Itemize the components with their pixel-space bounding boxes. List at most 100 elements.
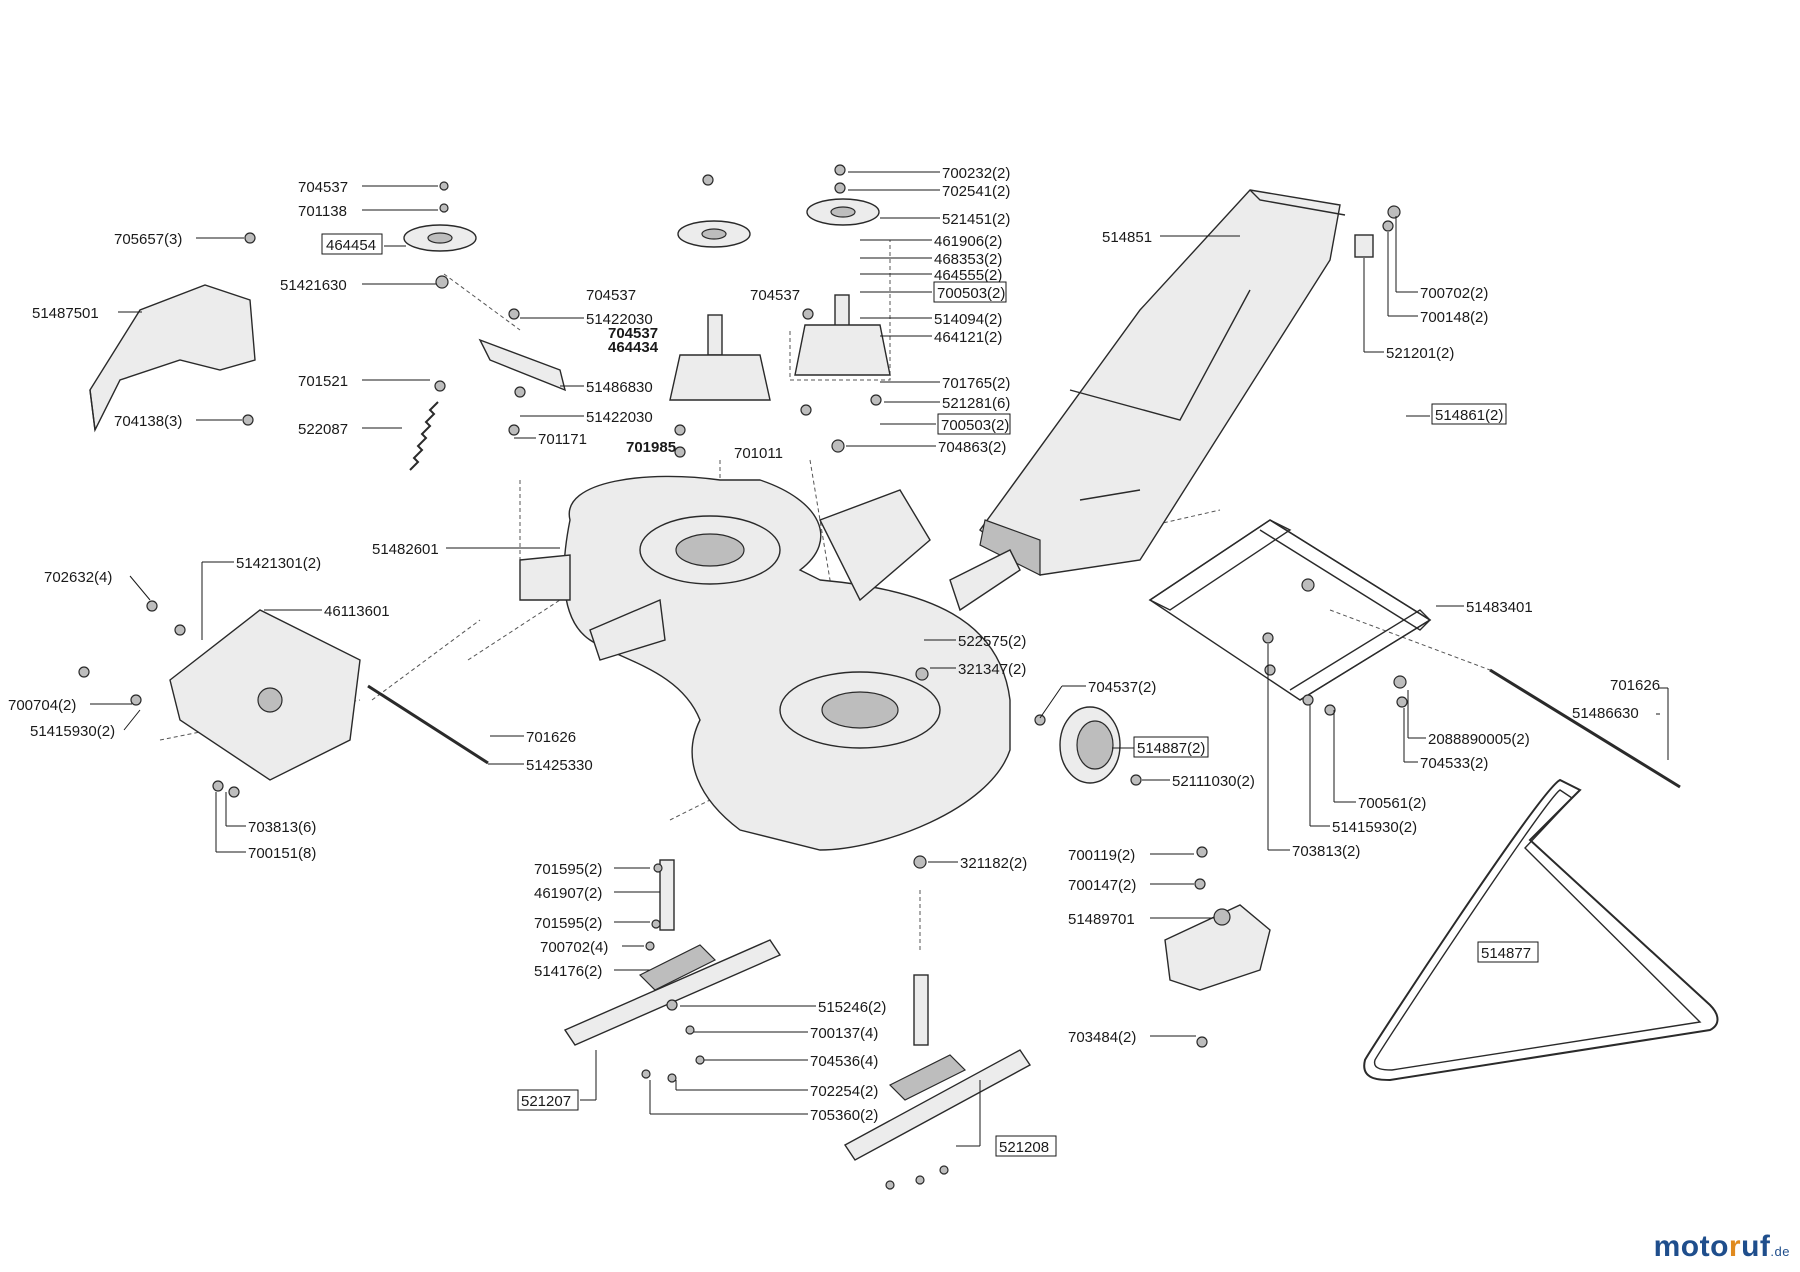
part-label: 700561(2) <box>1358 795 1426 812</box>
part-label: 704536(4) <box>810 1053 878 1070</box>
watermark-part-a: moto <box>1653 1230 1729 1263</box>
part-label-box <box>1133 736 1209 758</box>
blade-cover-51489701 <box>1164 904 1271 991</box>
part-label: 51422030 <box>586 311 653 328</box>
part-label: 702632(4) <box>44 569 112 586</box>
part-label-box <box>933 281 1007 303</box>
part-label: 704138(3) <box>114 413 182 430</box>
part-label: 522575(2) <box>958 633 1026 650</box>
part-label: 521207 <box>521 1093 571 1110</box>
idler-bracket-51486830 <box>478 338 567 392</box>
part-label: 701138 <box>298 203 347 220</box>
part-label: 700147(2) <box>1068 877 1136 894</box>
part-label: 51487501 <box>32 305 99 322</box>
spring-522087 <box>409 401 439 471</box>
part-label: 521451(2) <box>942 211 1010 228</box>
watermark-logo: motoruf.de <box>1654 1230 1790 1264</box>
part-label: 464434 <box>608 339 659 356</box>
part-label: 700151(8) <box>248 845 316 862</box>
part-label: 51415930(2) <box>1332 819 1417 836</box>
part-label: 46113601 <box>324 603 390 620</box>
part-labels: 704537 701138 705657(3) 464454 51421630 … <box>8 165 1660 1157</box>
watermark-part-c: uf <box>1741 1230 1771 1263</box>
part-label: 514887(2) <box>1137 740 1205 757</box>
wheel-514887 <box>1059 706 1121 784</box>
part-label: 51421301(2) <box>236 555 321 572</box>
watermark-tld: .de <box>1770 1244 1790 1259</box>
part-label-box <box>517 1089 579 1111</box>
part-label: 701171 <box>538 431 587 448</box>
part-label: 521201(2) <box>1386 345 1454 362</box>
part-label: 521208 <box>999 1139 1049 1156</box>
hardware-fasteners <box>78 164 1408 1190</box>
part-label: 700702(4) <box>540 939 608 956</box>
bracket-46113601 <box>169 609 361 781</box>
part-label: 701626 <box>526 729 576 746</box>
part-label: 514877 <box>1481 945 1531 962</box>
rod-51425330 <box>367 684 489 765</box>
part-label-box <box>1477 941 1539 963</box>
part-label: 52111030(2) <box>1172 773 1255 790</box>
grass-chute-514851 <box>979 189 1346 576</box>
frame-51483401 <box>1148 519 1432 701</box>
part-label: 700148(2) <box>1420 309 1488 326</box>
part-label: 51482601 <box>372 541 439 558</box>
part-label: 705360(2) <box>810 1107 878 1124</box>
v-belt-514877 <box>1363 778 1719 1082</box>
mower-deck-51482601 <box>519 475 1021 851</box>
part-label: 522087 <box>298 421 348 438</box>
part-label-box <box>937 413 1011 435</box>
part-label: 461907(2) <box>534 885 602 902</box>
part-label: 705657(3) <box>114 231 182 248</box>
part-label: 521281(6) <box>942 395 1010 412</box>
part-label: 704537 <box>608 325 658 342</box>
part-label: 701521 <box>298 373 348 390</box>
bearing-housings <box>669 324 891 401</box>
part-label: 51421630 <box>280 277 347 294</box>
part-label: 321182(2) <box>960 855 1027 872</box>
rod-51486630 <box>1489 668 1681 789</box>
part-label: 700119(2) <box>1068 847 1135 864</box>
pulleys <box>403 198 880 252</box>
part-label: 703484(2) <box>1068 1029 1136 1046</box>
part-label: 704537 <box>298 179 348 196</box>
part-label: 515246(2) <box>818 999 886 1016</box>
part-label: 700503(2) <box>941 417 1009 434</box>
part-label: 704863(2) <box>938 439 1006 456</box>
part-label: 514861(2) <box>1435 407 1503 424</box>
part-label: 701595(2) <box>534 915 602 932</box>
part-label: 704533(2) <box>1420 755 1488 772</box>
part-label: 464555(2) <box>934 267 1002 284</box>
part-label-box <box>1431 403 1507 425</box>
part-label: 2088890005(2) <box>1428 731 1530 748</box>
part-label: 700137(4) <box>810 1025 878 1042</box>
part-label: 51483401 <box>1466 599 1533 616</box>
part-label: 514176(2) <box>534 963 602 980</box>
part-label: 51425330 <box>526 757 593 774</box>
part-label: 701011 <box>734 445 783 462</box>
part-label: 703813(2) <box>1292 843 1360 860</box>
watermark-part-b: r <box>1728 1230 1742 1263</box>
part-label: 704537 <box>586 287 636 304</box>
part-label: 51486830 <box>586 379 653 396</box>
part-label: 704537(2) <box>1088 679 1156 696</box>
part-label: 464454 <box>326 237 376 254</box>
blades-521207 <box>563 939 782 1046</box>
part-label: 464121(2) <box>934 329 1002 346</box>
part-label: 514851 <box>1102 229 1152 246</box>
part-label: 51489701 <box>1068 911 1135 928</box>
part-label-box <box>995 1135 1057 1157</box>
part-label: 701765(2) <box>942 375 1010 392</box>
part-label: 468353(2) <box>934 251 1002 268</box>
part-label: 461906(2) <box>934 233 1002 250</box>
part-label: 321347(2) <box>958 661 1026 678</box>
part-label: 51422030 <box>586 409 653 426</box>
part-label: 701595(2) <box>534 861 602 878</box>
part-label: 701985 <box>626 439 676 456</box>
part-label: 700232(2) <box>942 165 1010 182</box>
leader-lines <box>90 171 1669 1147</box>
part-label: 703813(6) <box>248 819 316 836</box>
part-label: 51486630 <box>1572 705 1639 722</box>
part-label: 704537 <box>750 287 800 304</box>
